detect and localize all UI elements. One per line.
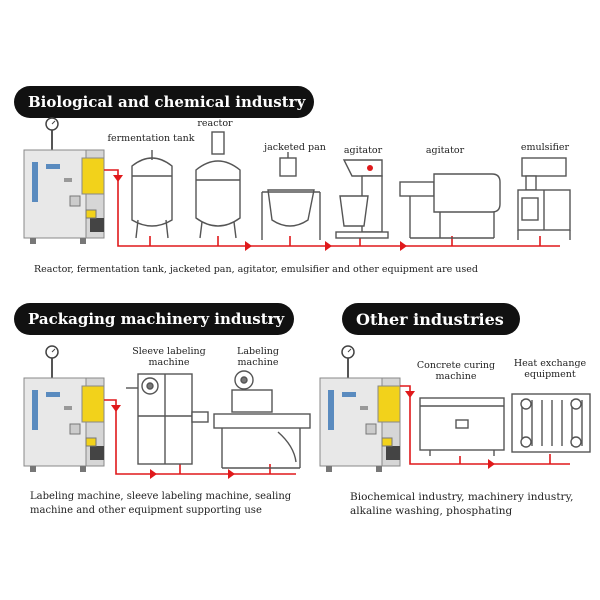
agitator-1 <box>335 159 389 239</box>
reactor <box>195 131 241 239</box>
label-emulsifier: emulsifier <box>520 142 570 153</box>
label-jacketed-pan: jacketed pan <box>264 142 326 153</box>
label-agitator-1: agitator <box>343 145 383 156</box>
steam-pipe-2 <box>104 399 296 475</box>
emulsifier <box>517 157 571 240</box>
jacketed-pan <box>261 152 321 240</box>
label-heat-exchange-equipment: Heat exchange equipment <box>513 358 587 380</box>
steam-generator-3 <box>319 345 401 473</box>
steam-generator-1 <box>23 117 105 245</box>
label-reactor: reactor <box>197 118 233 129</box>
packaging-section-title: Packaging machinery industry <box>14 303 294 335</box>
packaging-caption-line1: Labeling machine, sleeve labeling machin… <box>30 491 292 502</box>
label-sleeve-labeling-machine: Sleeve labeling machine <box>132 346 206 368</box>
label-concrete-curing-machine: Concrete curing machine <box>416 360 496 382</box>
agitator-2 <box>399 173 501 239</box>
packaging-caption-line2: machine and other equipment supporting u… <box>30 505 262 516</box>
fermentation-tank <box>131 150 173 239</box>
steam-generator-2 <box>23 345 105 473</box>
label-agitator-2: agitator <box>425 145 465 156</box>
sleeve-labeling-machine <box>126 373 209 465</box>
bio-section-title: Biological and chemical industry <box>14 86 314 118</box>
other-caption-line2: alkaline washing, phosphating <box>350 505 513 517</box>
bio-caption: Reactor, fermentation tank, jacketed pan… <box>34 264 478 275</box>
other-caption-line1: Biochemical industry, machinery industry… <box>350 491 574 503</box>
labeling-machine <box>213 370 311 469</box>
other-section-title: Other industries <box>342 303 520 335</box>
heat-exchange-equipment <box>511 393 591 453</box>
label-fermentation-tank: fermentation tank <box>107 133 195 144</box>
label-labeling-machine: Labeling machine <box>237 346 279 368</box>
concrete-curing-machine <box>419 397 505 456</box>
